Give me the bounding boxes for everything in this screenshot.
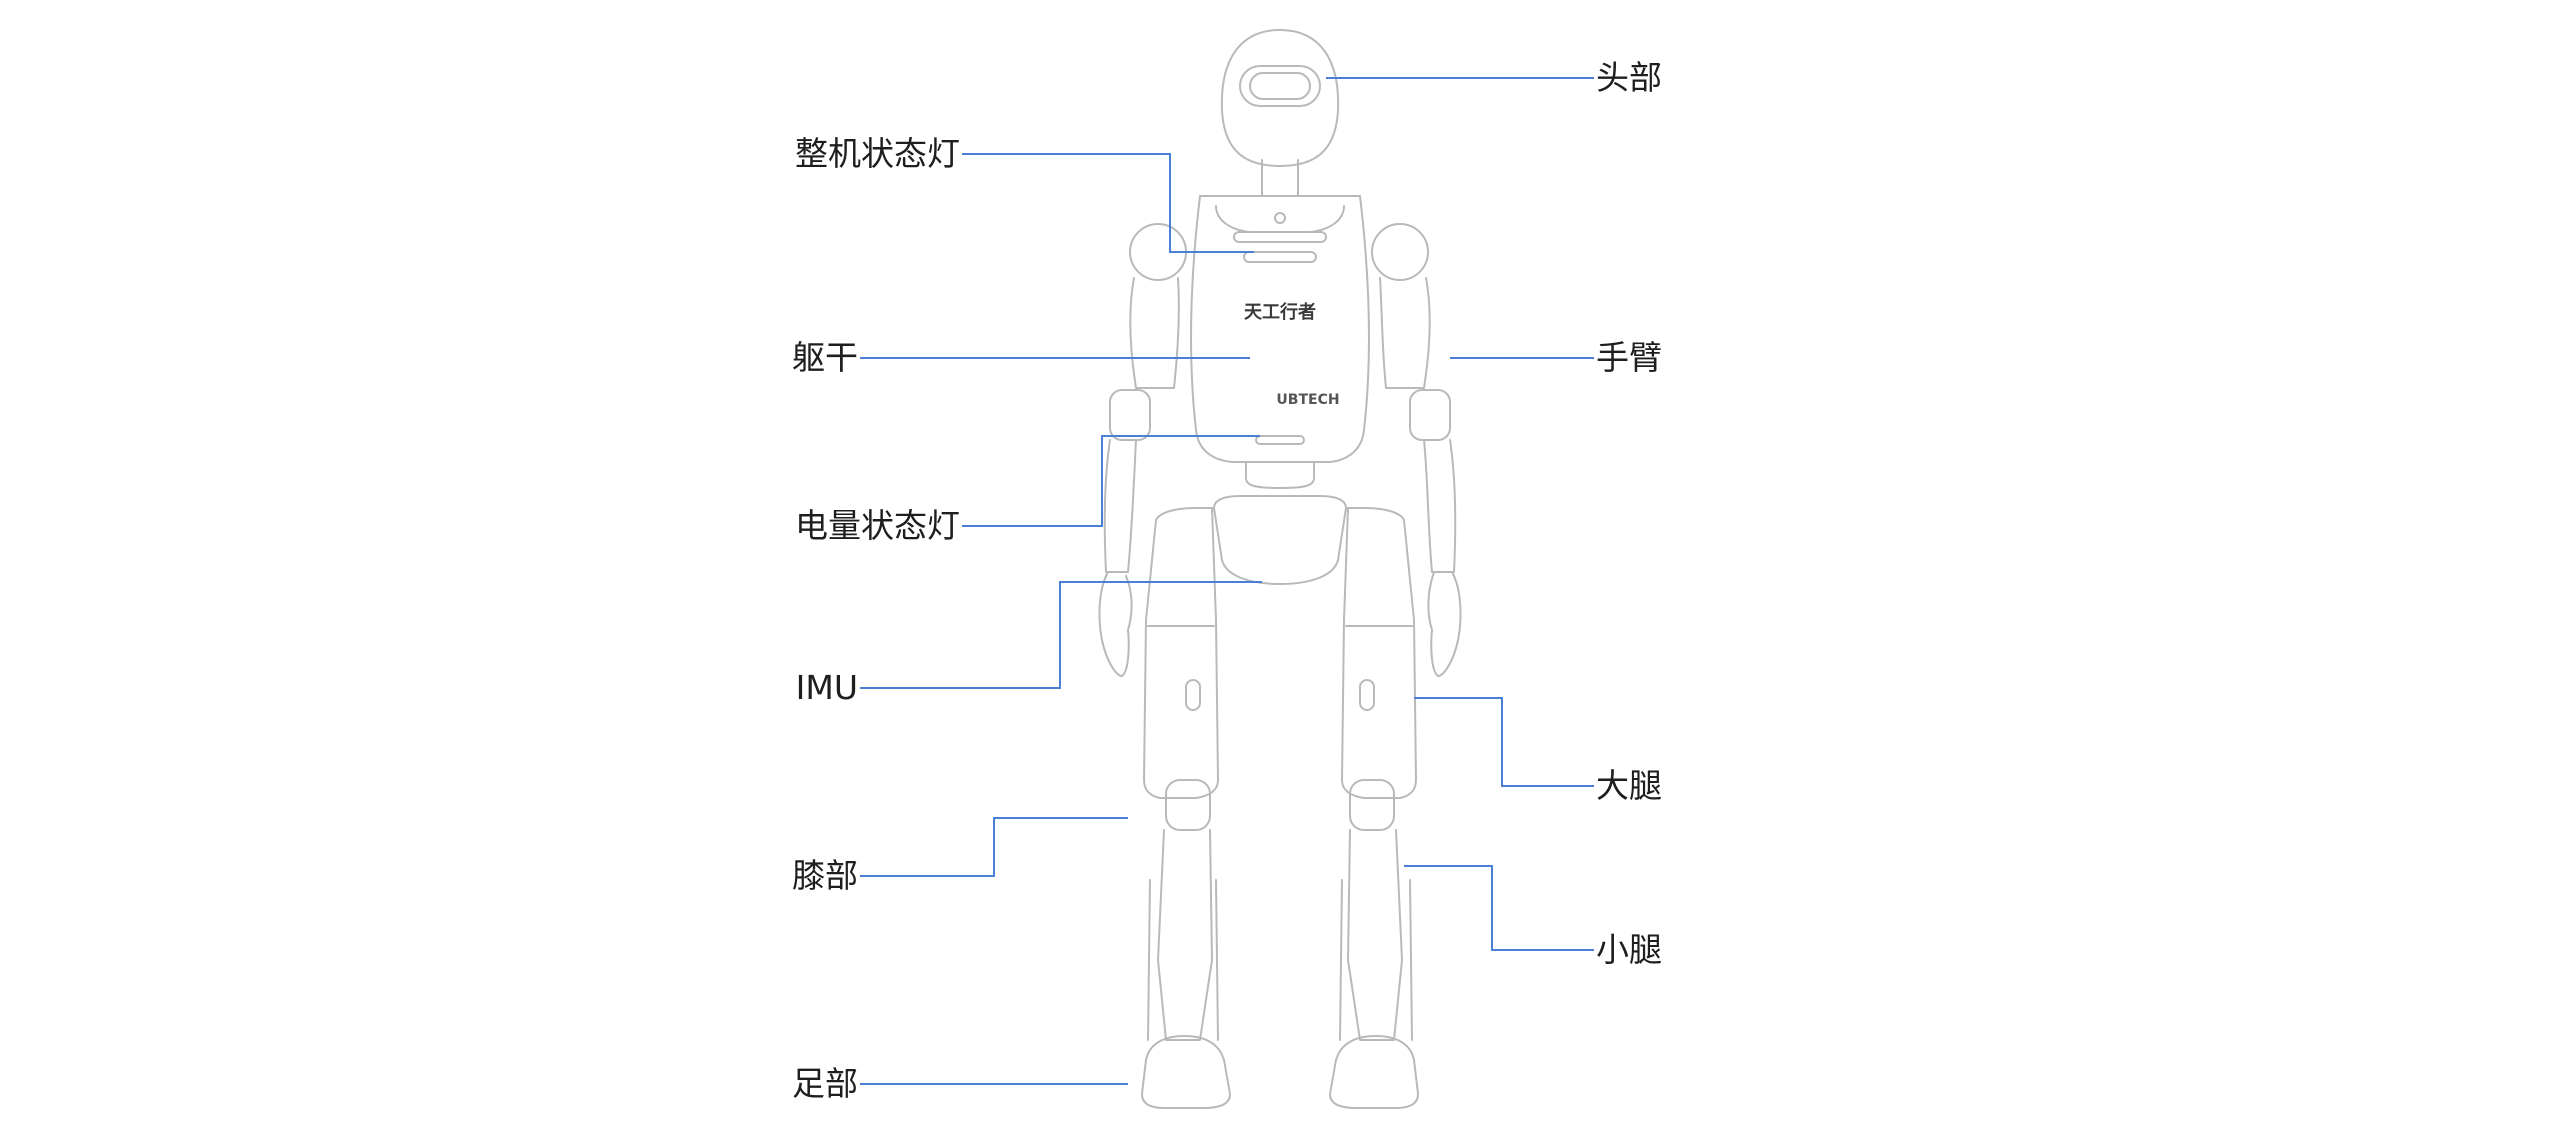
leader-line-status-light bbox=[962, 153, 1254, 253]
leader-line-shank bbox=[1404, 865, 1594, 951]
chest-text: 天工行者 bbox=[1244, 301, 1316, 323]
label-status-light: 整机状态灯 bbox=[795, 134, 960, 173]
label-shank: 小腿 bbox=[1596, 930, 1662, 969]
leader-line-imu bbox=[860, 581, 1262, 689]
label-torso: 躯干 bbox=[792, 338, 858, 377]
label-foot: 足部 bbox=[792, 1064, 858, 1103]
label-imu: IMU bbox=[795, 668, 858, 707]
robot-left-arm bbox=[1098, 223, 1187, 677]
brand-text: UBTECH bbox=[1276, 392, 1339, 408]
robot-right-leg bbox=[1329, 507, 1419, 1109]
robot-head bbox=[1220, 29, 1340, 197]
robot-pelvis bbox=[1213, 495, 1347, 585]
leader-line-knee bbox=[860, 817, 1128, 877]
label-thigh: 大腿 bbox=[1596, 766, 1662, 805]
leader-line-battery-light bbox=[962, 435, 1260, 527]
robot-left-leg bbox=[1141, 507, 1231, 1109]
robot-torso bbox=[1190, 195, 1370, 489]
label-head: 头部 bbox=[1596, 58, 1662, 97]
label-battery-light: 电量状态灯 bbox=[795, 506, 960, 545]
label-arm: 手臂 bbox=[1596, 338, 1662, 377]
robot-right-arm bbox=[1371, 223, 1462, 677]
label-knee: 膝部 bbox=[792, 856, 858, 895]
leader-line-thigh bbox=[1414, 697, 1594, 787]
